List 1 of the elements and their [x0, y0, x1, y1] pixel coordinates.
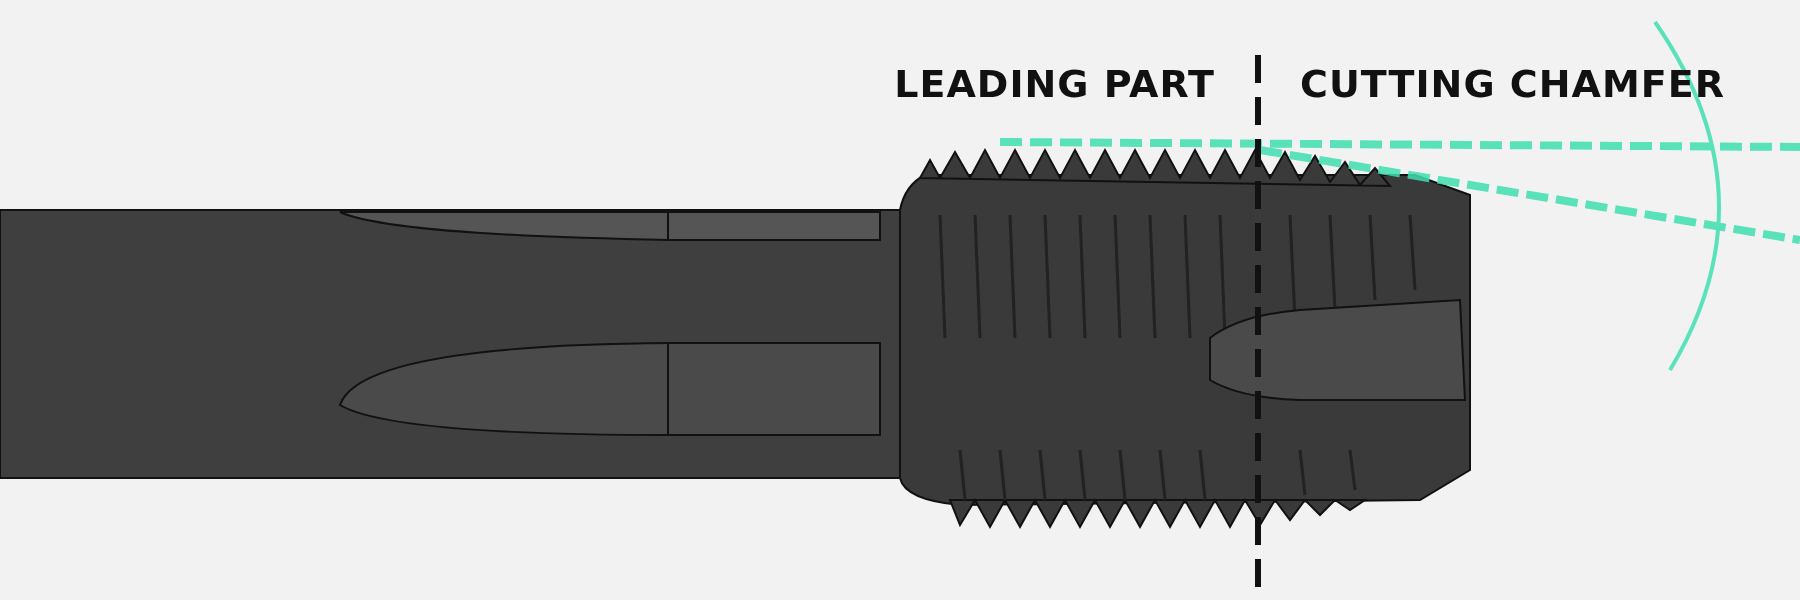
section-label: LEADING PART — [894, 62, 1215, 106]
